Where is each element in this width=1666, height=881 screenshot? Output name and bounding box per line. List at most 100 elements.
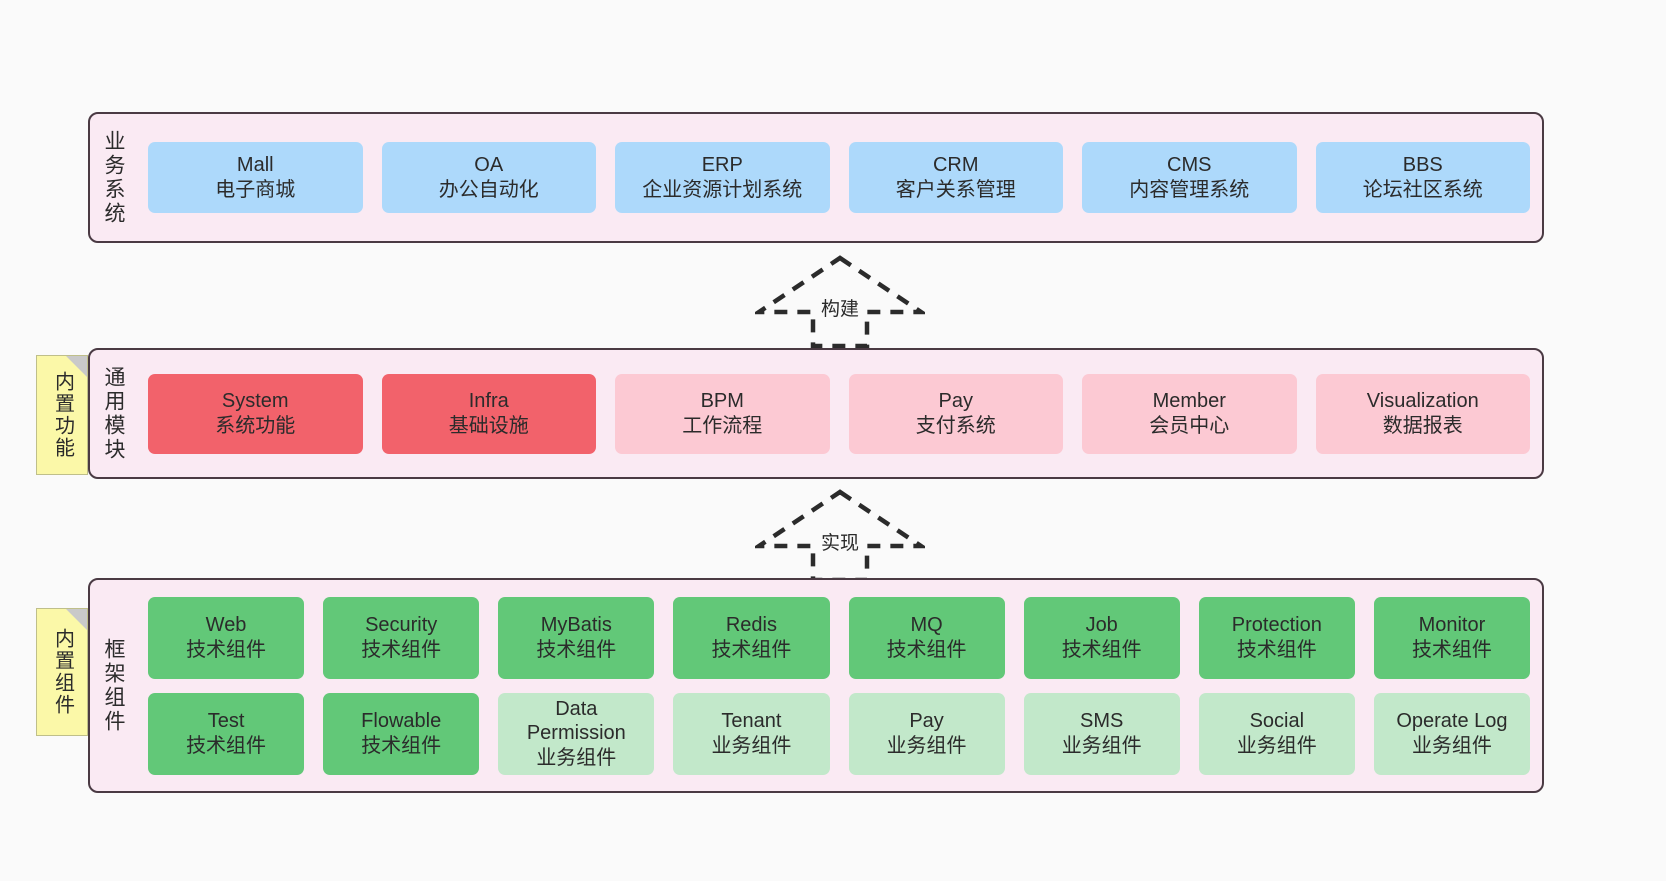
card-subtitle: 技术组件: [1236, 638, 1317, 661]
component-card-mq[interactable]: MQ 技术组件: [848, 596, 1005, 679]
layer-body-business: Mall 电子商城 OA 办公自动化 ERP 企业资源计划系统 CRM 客户关系…: [136, 114, 1542, 241]
note-label: 内置功能: [51, 371, 74, 459]
card-title: Mall: [236, 154, 274, 177]
card-title: Operate Log: [1396, 710, 1508, 733]
card-title: Monitor: [1418, 614, 1486, 637]
layer-business-systems: 业务系统 Mall 电子商城 OA 办公自动化 ERP 企业资源计划系统 CRM…: [88, 112, 1544, 243]
card-subtitle: 技术组件: [711, 638, 792, 661]
business-card-cms[interactable]: CMS 内容管理系统: [1082, 142, 1297, 213]
card-subtitle: 技术组件: [361, 734, 442, 757]
module-card-system[interactable]: System 系统功能: [148, 373, 363, 454]
module-card-member[interactable]: Member 会员中心: [1082, 373, 1297, 454]
card-subtitle: 办公自动化: [438, 178, 539, 201]
layer-common-modules: 通用模块 System 系统功能 Infra 基础设施 BPM 工作流程 Pay…: [88, 348, 1544, 479]
component-card-tenant[interactable]: Tenant 业务组件: [673, 692, 830, 775]
arrow-outline: [755, 489, 925, 583]
component-card-monitor[interactable]: Monitor 技术组件: [1373, 596, 1530, 679]
component-card-security[interactable]: Security 技术组件: [323, 596, 480, 679]
card-subtitle: 业务组件: [1236, 734, 1317, 757]
card-subtitle: 支付系统: [915, 414, 996, 437]
card-title: BPM: [700, 390, 744, 413]
card-title: Tenant: [721, 710, 782, 733]
card-title: Member: [1152, 390, 1226, 413]
card-title: Job: [1085, 614, 1118, 637]
business-card-erp[interactable]: ERP 企业资源计划系统: [615, 142, 830, 213]
note-built-in-components: 内置组件: [36, 608, 88, 736]
card-subtitle: 业务组件: [536, 746, 617, 769]
card-subtitle: 内容管理系统: [1129, 178, 1250, 201]
card-title: Web: [205, 614, 247, 637]
card-subtitle: 技术组件: [536, 638, 617, 661]
card-title: BBS: [1402, 154, 1443, 177]
card-title: Visualization: [1366, 390, 1479, 413]
card-subtitle: 工作流程: [682, 414, 763, 437]
card-title: Security: [365, 614, 438, 637]
card-subtitle: 业务组件: [1411, 734, 1492, 757]
module-card-visualization[interactable]: Visualization 数据报表: [1315, 373, 1530, 454]
business-card-crm[interactable]: CRM 客户关系管理: [848, 142, 1063, 213]
arrow-outline: [755, 255, 925, 349]
layer-framework-row-business: Test 技术组件 Flowable 技术组件 Data Permission …: [148, 692, 1530, 775]
business-card-mall[interactable]: Mall 电子商城: [148, 142, 363, 213]
card-subtitle: 客户关系管理: [895, 178, 1016, 201]
layer-title-business: 业务系统: [102, 129, 126, 226]
card-subtitle: 业务组件: [711, 734, 792, 757]
card-subtitle: 数据报表: [1382, 414, 1463, 437]
layer-title-framework: 框架组件: [102, 637, 126, 734]
card-subtitle: 电子商城: [215, 178, 296, 201]
card-subtitle: 论坛社区系统: [1362, 178, 1483, 201]
component-card-pay[interactable]: Pay 业务组件: [848, 692, 1005, 775]
card-title: SMS: [1080, 710, 1124, 733]
component-card-mybatis[interactable]: MyBatis 技术组件: [498, 596, 655, 679]
card-subtitle: 技术组件: [186, 734, 267, 757]
note-built-in-features: 内置功能: [36, 355, 88, 475]
card-title: Protection: [1231, 614, 1322, 637]
card-title: CMS: [1167, 154, 1212, 177]
arrow-implement: 实现: [755, 488, 925, 583]
component-card-sms[interactable]: SMS 业务组件: [1023, 692, 1180, 775]
card-subtitle: 技术组件: [886, 638, 967, 661]
card-title: Pay: [909, 710, 944, 733]
arrow-build: 构建: [755, 254, 925, 349]
card-subtitle: 技术组件: [1061, 638, 1142, 661]
component-card-web[interactable]: Web 技术组件: [148, 596, 305, 679]
card-subtitle: 技术组件: [1411, 638, 1492, 661]
card-subtitle: 技术组件: [361, 638, 442, 661]
layer-business-row: Mall 电子商城 OA 办公自动化 ERP 企业资源计划系统 CRM 客户关系…: [148, 142, 1530, 213]
card-title: MyBatis: [540, 614, 612, 637]
card-subtitle: 基础设施: [448, 414, 529, 437]
layer-title-common: 通用模块: [102, 365, 126, 462]
component-card-redis[interactable]: Redis 技术组件: [673, 596, 830, 679]
component-card-job[interactable]: Job 技术组件: [1023, 596, 1180, 679]
card-title: Flowable: [361, 710, 442, 733]
component-card-protection[interactable]: Protection 技术组件: [1198, 596, 1355, 679]
layer-framework-components: 框架组件 Web 技术组件 Security 技术组件 MyBatis 技术组件…: [88, 578, 1544, 793]
card-subtitle: 业务组件: [886, 734, 967, 757]
note-label: 内置组件: [51, 628, 74, 716]
card-subtitle: 系统功能: [215, 414, 296, 437]
card-title: System: [221, 390, 289, 413]
layer-body-common: System 系统功能 Infra 基础设施 BPM 工作流程 Pay 支付系统…: [136, 350, 1542, 477]
card-title: Test: [207, 710, 245, 733]
module-card-bpm[interactable]: BPM 工作流程: [615, 373, 830, 454]
component-card-operate-log[interactable]: Operate Log 业务组件: [1373, 692, 1530, 775]
business-card-oa[interactable]: OA 办公自动化: [381, 142, 596, 213]
card-title: ERP: [701, 154, 743, 177]
module-card-infra[interactable]: Infra 基础设施: [381, 373, 596, 454]
module-card-pay[interactable]: Pay 支付系统: [848, 373, 1063, 454]
component-card-flowable[interactable]: Flowable 技术组件: [323, 692, 480, 775]
card-title: Data Permission: [526, 697, 626, 745]
card-subtitle: 会员中心: [1149, 414, 1230, 437]
card-title: MQ: [910, 614, 943, 637]
card-title: Social: [1249, 710, 1305, 733]
card-title: Pay: [938, 390, 973, 413]
card-subtitle: 企业资源计划系统: [642, 178, 803, 201]
layer-common-row: System 系统功能 Infra 基础设施 BPM 工作流程 Pay 支付系统…: [148, 373, 1530, 454]
card-subtitle: 业务组件: [1061, 734, 1142, 757]
component-card-social[interactable]: Social 业务组件: [1198, 692, 1355, 775]
component-card-data-permission[interactable]: Data Permission 业务组件: [498, 692, 655, 775]
card-title: Redis: [725, 614, 777, 637]
component-card-test[interactable]: Test 技术组件: [148, 692, 305, 775]
business-card-bbs[interactable]: BBS 论坛社区系统: [1315, 142, 1530, 213]
